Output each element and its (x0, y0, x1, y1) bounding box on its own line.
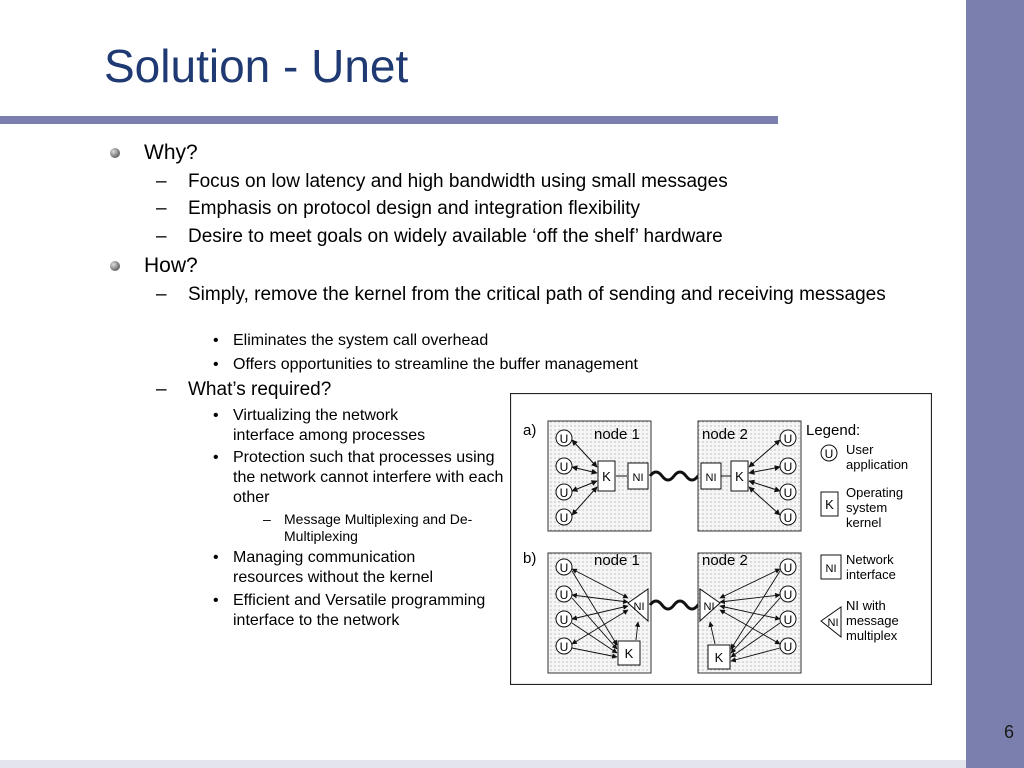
required-2: Protection such that processes using the… (233, 449, 504, 506)
required-2-sub: Message Multiplexing and De-Multiplexing (284, 511, 473, 544)
node1-a-ni (627, 462, 649, 490)
node1-b-ni-mux (627, 588, 649, 623)
svg-text:NI: NI (826, 563, 837, 575)
node1-a-users: U U U U (555, 429, 573, 526)
dash-icon: – (156, 379, 167, 400)
required-3: Managing communication resources without… (233, 549, 434, 586)
svg-text:K: K (602, 469, 611, 484)
legend-title: Legend: (806, 422, 860, 439)
dot-icon: • (213, 407, 219, 424)
svg-text:multiplex: multiplex (846, 628, 898, 643)
node2-b-ni-mux (699, 588, 721, 623)
svg-text:K: K (825, 497, 834, 512)
svg-text:K: K (735, 469, 744, 484)
node1-a-kernel (597, 460, 616, 492)
node2-a-users: U U U U (779, 429, 797, 526)
how-simply: Simply, remove the kernel from the criti… (188, 284, 886, 305)
svg-text:NI: NI (704, 601, 715, 613)
svg-text:NI with: NI with (846, 598, 886, 613)
svg-text:U: U (784, 613, 793, 627)
svg-text:U: U (825, 447, 834, 461)
svg-text:U: U (560, 511, 569, 525)
dash-icon: – (263, 511, 271, 527)
svg-text:U: U (560, 486, 569, 500)
svg-text:U: U (560, 460, 569, 474)
svg-text:NI: NI (706, 472, 717, 484)
page-number: 6 (1003, 722, 1014, 742)
bullet-how: How? (144, 254, 198, 277)
svg-text:U: U (784, 460, 793, 474)
why-item-1: Focus on low latency and high bandwidth … (188, 171, 728, 192)
svg-text:U: U (560, 640, 569, 654)
dash-icon: – (156, 171, 167, 192)
how-required: What’s required? (188, 379, 332, 400)
svg-text:U: U (784, 432, 793, 446)
bullet-why: Why? (144, 141, 198, 164)
node1-a-arrows (571, 439, 627, 516)
legend-kernel: K Operating system kernel (820, 485, 903, 530)
bullet-why-icon (110, 148, 120, 158)
node2-a-arrows (721, 439, 781, 516)
title-underline (0, 116, 778, 124)
dot-icon: • (213, 592, 219, 609)
svg-text:kernel: kernel (846, 515, 882, 530)
how-simply-sub-2: Offers opportunities to streamline the b… (233, 356, 638, 373)
svg-text:Network: Network (846, 552, 894, 567)
svg-text:NI: NI (828, 617, 839, 629)
svg-text:NI: NI (634, 601, 645, 613)
svg-text:U: U (784, 588, 793, 602)
node1-b-users: U U U U (555, 558, 573, 655)
node2-b-label: node 2 (702, 552, 748, 569)
svg-text:interface: interface (846, 567, 896, 582)
dot-icon: • (213, 332, 219, 349)
svg-text:K: K (625, 646, 634, 661)
svg-text:U: U (560, 613, 569, 627)
how-simply-sub-1: Eliminates the system call overhead (233, 332, 489, 349)
svg-text:Operating: Operating (846, 485, 903, 500)
dash-icon: – (156, 284, 167, 305)
legend-ni-mux: NI NI with message multiplex (820, 598, 899, 643)
bullet-how-icon (110, 261, 120, 271)
label-b: b) (523, 550, 536, 567)
svg-text:application: application (846, 457, 908, 472)
svg-text:K: K (715, 650, 724, 665)
required-4: Efficient and Versatile programming inte… (233, 592, 486, 629)
node1-a-label: node 1 (594, 426, 640, 443)
slide-title: Solution - Unet (104, 40, 409, 92)
svg-text:U: U (784, 561, 793, 575)
why-item-2: Emphasis on protocol design and integrat… (188, 198, 641, 219)
dot-icon: • (213, 449, 219, 466)
dot-icon: • (213, 549, 219, 566)
node1-b-kernel (617, 640, 641, 666)
node2-a-label: node 2 (702, 426, 748, 443)
required-1: Virtualizing the network interface among… (233, 407, 426, 444)
svg-text:U: U (784, 486, 793, 500)
bottom-strip (0, 760, 966, 768)
svg-text:U: U (784, 511, 793, 525)
label-a: a) (523, 422, 536, 439)
node1-b-arrows (571, 568, 641, 659)
dash-icon: – (156, 198, 167, 219)
svg-text:system: system (846, 500, 887, 515)
svg-text:message: message (846, 613, 899, 628)
dash-icon: – (156, 226, 167, 247)
legend-user: U User application (820, 442, 908, 472)
right-side-bar (966, 0, 1024, 768)
svg-text:U: U (560, 561, 569, 575)
svg-text:User: User (846, 442, 874, 457)
node1-b-label: node 1 (594, 552, 640, 569)
why-item-3: Desire to meet goals on widely available… (188, 226, 723, 247)
legend-ni: NI Network interface (820, 552, 896, 582)
dot-icon: • (213, 356, 219, 373)
unet-architecture-diagram: a) node 1 U U U U K NI node 2 NI K U U U… (510, 393, 932, 685)
svg-text:U: U (560, 588, 569, 602)
node2-b-arrows (708, 568, 781, 663)
node2-b-kernel (707, 644, 731, 670)
svg-text:NI: NI (633, 472, 644, 484)
svg-text:U: U (784, 640, 793, 654)
svg-text:U: U (560, 432, 569, 446)
